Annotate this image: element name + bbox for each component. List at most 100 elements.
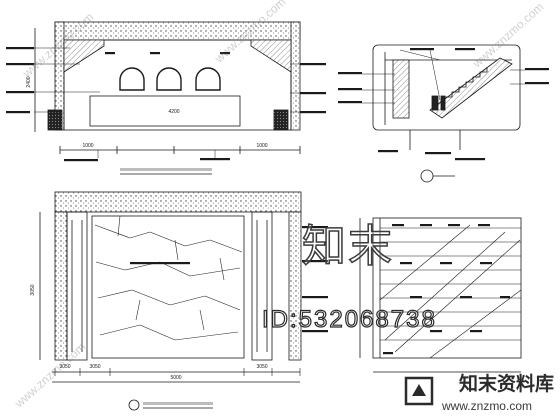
base-block-left [47, 109, 63, 131]
arch-1 [119, 67, 145, 91]
annotation-label-mark [6, 111, 30, 114]
watermark-large-logo: 知末 [301, 221, 394, 272]
drawing-id-stamp: ID:532068738 [261, 306, 437, 333]
column-right [251, 211, 273, 361]
annotation-label-mark [6, 91, 34, 94]
stair-line [429, 289, 522, 359]
annotation-label-mark [430, 330, 442, 333]
marble-veins [94, 215, 243, 341]
dimension-text: 3050 [59, 364, 70, 370]
marble-vein [95, 261, 126, 271]
dimension-text: 1000 [256, 143, 267, 149]
column-left [66, 211, 88, 361]
watermark-brand: 知末资料库 [458, 373, 554, 395]
marble-vein [97, 289, 133, 299]
marble-vein [94, 224, 131, 239]
side-wall-left [54, 211, 68, 361]
marble-vein [99, 324, 141, 336]
annotation-label-mark [200, 158, 230, 161]
annotation-label-mark [300, 92, 326, 95]
dimension-text: 3050 [89, 364, 100, 370]
annotation-label-mark [400, 262, 412, 265]
marble-vein [174, 239, 179, 261]
annotation-labels-misc [130, 226, 328, 333]
arch-2 [156, 67, 182, 91]
counter-panel [89, 95, 241, 127]
annotation-label-mark [410, 296, 422, 299]
dimension-texts-bottom-left: 3050 3050 3050 5000 3050 [30, 284, 268, 381]
annotation-label-mark [130, 262, 190, 265]
watermark-logo-icon [404, 376, 434, 406]
leader-lines-top-right [362, 49, 525, 104]
marble-vein [131, 289, 171, 306]
elevation-top-left [34, 21, 301, 154]
stair-line [394, 239, 521, 353]
annotation-label-mark [478, 224, 490, 227]
annotation-label-mark [455, 48, 475, 51]
marble-vein [199, 309, 205, 331]
annotation-label-mark [64, 159, 98, 162]
annotation-label-mark [338, 88, 362, 91]
annotation-label-mark [410, 48, 434, 51]
dimension-texts-top-left: 1000 4200 1000 2400 [26, 76, 268, 149]
marble-vein [219, 257, 225, 281]
marble-vein [184, 239, 211, 247]
marble-vein [189, 267, 241, 277]
annotation-label-mark [460, 296, 472, 299]
annotation-label-mark [500, 296, 510, 299]
support-post [431, 95, 439, 111]
marble-vein [129, 231, 151, 239]
annotation-label-mark [300, 63, 326, 66]
marble-vein [139, 324, 176, 341]
annotation-label-mark [300, 111, 326, 114]
stair-treads [440, 67, 488, 103]
base-block-right [273, 109, 289, 131]
annotation-label-mark [448, 224, 460, 227]
annotation-label-mark [302, 296, 328, 299]
section-top-right [372, 44, 521, 183]
annotation-label-mark [302, 226, 328, 229]
annotation-label-mark [302, 260, 328, 263]
marble-vein [159, 261, 191, 277]
annotation-label-mark [105, 52, 115, 55]
annotation-label-mark [150, 52, 160, 55]
annotation-label-mark [392, 224, 404, 227]
section-frame [372, 44, 521, 131]
annotation-labels-bottom-right [383, 224, 510, 355]
stair-line [379, 224, 471, 301]
wall-speckle-top [54, 191, 302, 213]
annotation-label-mark [480, 262, 492, 265]
marble-vein [169, 295, 206, 306]
annotation-label-mark [440, 262, 452, 265]
annotation-label-mark [378, 150, 398, 153]
dimension-text: 5000 [170, 375, 181, 381]
title-bar-top-left [120, 168, 212, 175]
watermark-site: www.znzmo.com [441, 399, 532, 413]
annotation-labels-top-right [338, 48, 549, 161]
elevation-frame [63, 39, 292, 131]
marble-vein [174, 331, 239, 341]
marble-vein [135, 299, 141, 321]
dimension-text: 3050 [256, 364, 267, 370]
annotation-label-mark [420, 224, 432, 227]
annotation-label-mark [6, 63, 34, 66]
dimension-text: 4200 [168, 109, 179, 115]
leader-line [429, 49, 441, 101]
wall-hatch-left [392, 59, 410, 119]
support-post [440, 95, 446, 111]
annotation-label-mark [6, 47, 34, 50]
side-wall-right [288, 211, 302, 361]
annotation-label-mark [220, 52, 230, 55]
dimension-text: 1000 [82, 143, 93, 149]
annotation-labels-top-left [6, 47, 326, 162]
annotation-label-mark [525, 68, 549, 71]
annotation-label-mark [525, 82, 549, 85]
annotation-label-mark [302, 330, 328, 333]
annotation-label-mark [383, 352, 393, 355]
leader-lines-top-left [34, 47, 300, 158]
title-bar-bottom-left [128, 399, 213, 411]
dimension-ticks-bottom-left [54, 368, 301, 376]
dimension-text: 3050 [30, 284, 36, 295]
marble-vein [209, 239, 243, 253]
